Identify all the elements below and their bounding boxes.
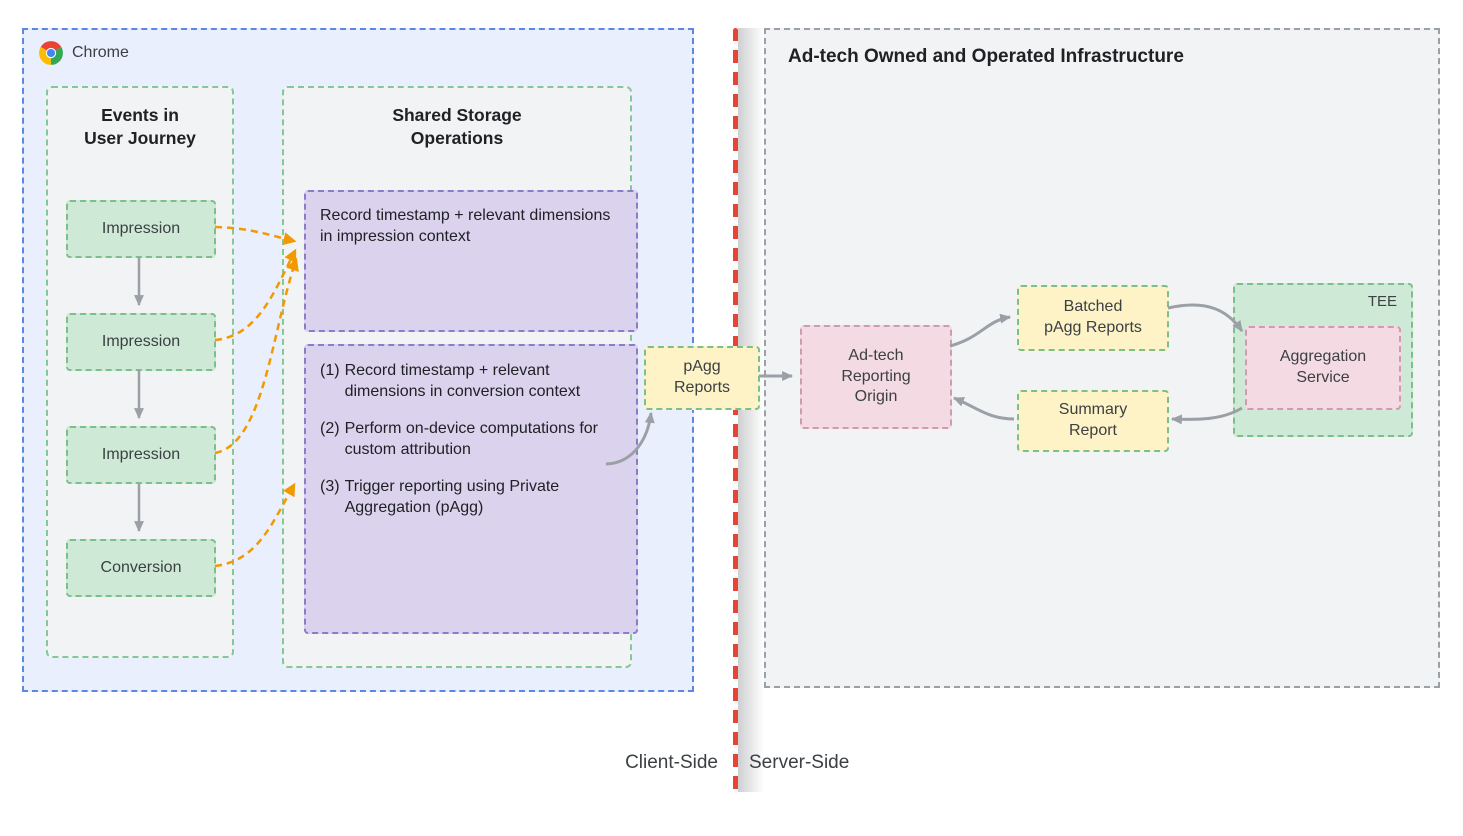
op-text-1: Record timestamp + relevant dimensions i… (344, 362, 581, 401)
impression-op-box: Record timestamp + relevant dimensions i… (304, 190, 638, 332)
conversion-op-box: (1) Record timestamp + relevant dimensio… (304, 344, 638, 634)
event-impression-3: Impression (66, 426, 216, 484)
op-number-3: (3) (320, 477, 340, 495)
events-panel-title: Events in User Journey (84, 105, 196, 149)
server-side-label: Server-Side (749, 752, 850, 773)
conversion-op-item-2: (2) Perform on-device computations for c… (320, 418, 622, 461)
aggregation-service-node: Aggregation Service (1245, 326, 1401, 410)
op-number-1: (1) (320, 362, 340, 379)
chrome-label: Chrome (72, 44, 129, 61)
pagg-reports-node: pAgg Reports (644, 346, 760, 410)
batched-pagg-reports-node: Batched pAgg Reports (1017, 285, 1169, 351)
impression-op-text: Record timestamp + relevant dimensions i… (320, 207, 611, 246)
adtech-reporting-origin-node: Ad-tech Reporting Origin (800, 325, 952, 429)
op-number-2: (2) (320, 419, 340, 437)
divider-shadow (738, 28, 764, 792)
event-impression-1: Impression (66, 200, 216, 258)
event-conversion: Conversion (66, 539, 216, 597)
client-side-label: Client-Side (625, 752, 718, 773)
summary-report-node: Summary Report (1017, 390, 1169, 452)
client-server-divider (733, 28, 738, 792)
conversion-op-item-3: (3) Trigger reporting using Private Aggr… (320, 476, 622, 519)
op-text-2: Perform on-device computations for custo… (344, 419, 599, 459)
conversion-op-item-1: (1) Record timestamp + relevant dimensio… (320, 360, 622, 403)
op-text-3: Trigger reporting using Private Aggregat… (344, 477, 560, 517)
chrome-header: Chrome (38, 40, 129, 66)
adtech-infrastructure-title: Ad-tech Owned and Operated Infrastructur… (788, 46, 1184, 67)
shared-storage-panel-title: Shared Storage Operations (392, 105, 522, 149)
chrome-logo-icon (38, 40, 64, 66)
tee-label: TEE (1367, 293, 1397, 310)
event-impression-2: Impression (66, 313, 216, 371)
